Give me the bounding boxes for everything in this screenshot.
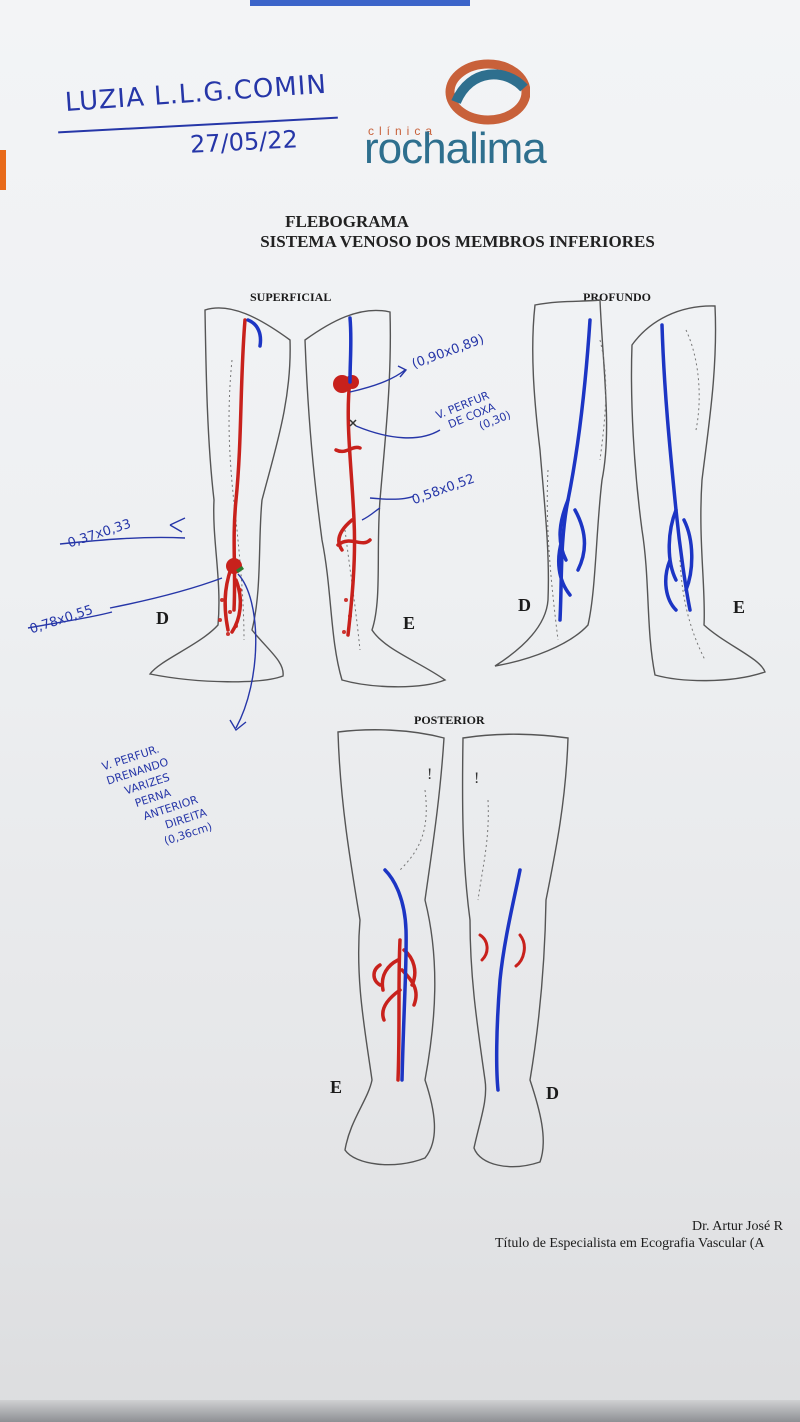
section-posterior: POSTERIOR — [414, 713, 485, 727]
leg-outline-prof-left — [630, 305, 766, 682]
clinic-logo-mark — [445, 59, 530, 125]
blue-vein-prof-left — [660, 323, 692, 612]
label-post-right: D — [546, 1083, 559, 1103]
section-superficial: SUPERFICIAL — [250, 290, 332, 304]
logo-small-text: clínica — [368, 124, 438, 138]
blue-vein-post-right — [494, 868, 522, 1092]
post-mark-left: ! — [427, 766, 433, 783]
red-vein-post-left — [396, 938, 402, 1082]
logo-brand-text: rochalima — [364, 124, 547, 173]
label-sup-left: E — [403, 613, 416, 633]
blue-vein-prof-right — [558, 318, 592, 622]
tape-top — [250, 0, 470, 6]
document-subtitle: SISTEMA VENOSO DOS MEMBROS INFERIORES — [260, 232, 655, 251]
leg-outline-post-right — [461, 733, 569, 1168]
label-prof-right: D — [518, 595, 531, 615]
footer-title: Título de Especialista em Ecografia Vasc… — [495, 1236, 765, 1251]
leg-outline-sup-left — [304, 309, 447, 688]
label-sup-right: D — [156, 608, 169, 628]
red-vein-sup-left — [346, 378, 357, 637]
blue-vein-post-left — [383, 868, 408, 1082]
post-mark-right: ! — [474, 770, 480, 787]
tape-left — [0, 150, 6, 190]
bottom-edge-shadow — [0, 1400, 800, 1422]
document-title: FLEBOGRAMA — [285, 212, 409, 231]
leg-outline-prof-right — [494, 299, 608, 667]
label-prof-left: E — [733, 597, 746, 617]
leg-outline-post-left — [337, 729, 445, 1166]
logo-brand: rochalima — [364, 124, 547, 174]
footer-doctor: Dr. Artur José R — [692, 1219, 783, 1234]
leg-outline-sup-right — [148, 307, 291, 683]
label-post-left: E — [330, 1077, 343, 1097]
